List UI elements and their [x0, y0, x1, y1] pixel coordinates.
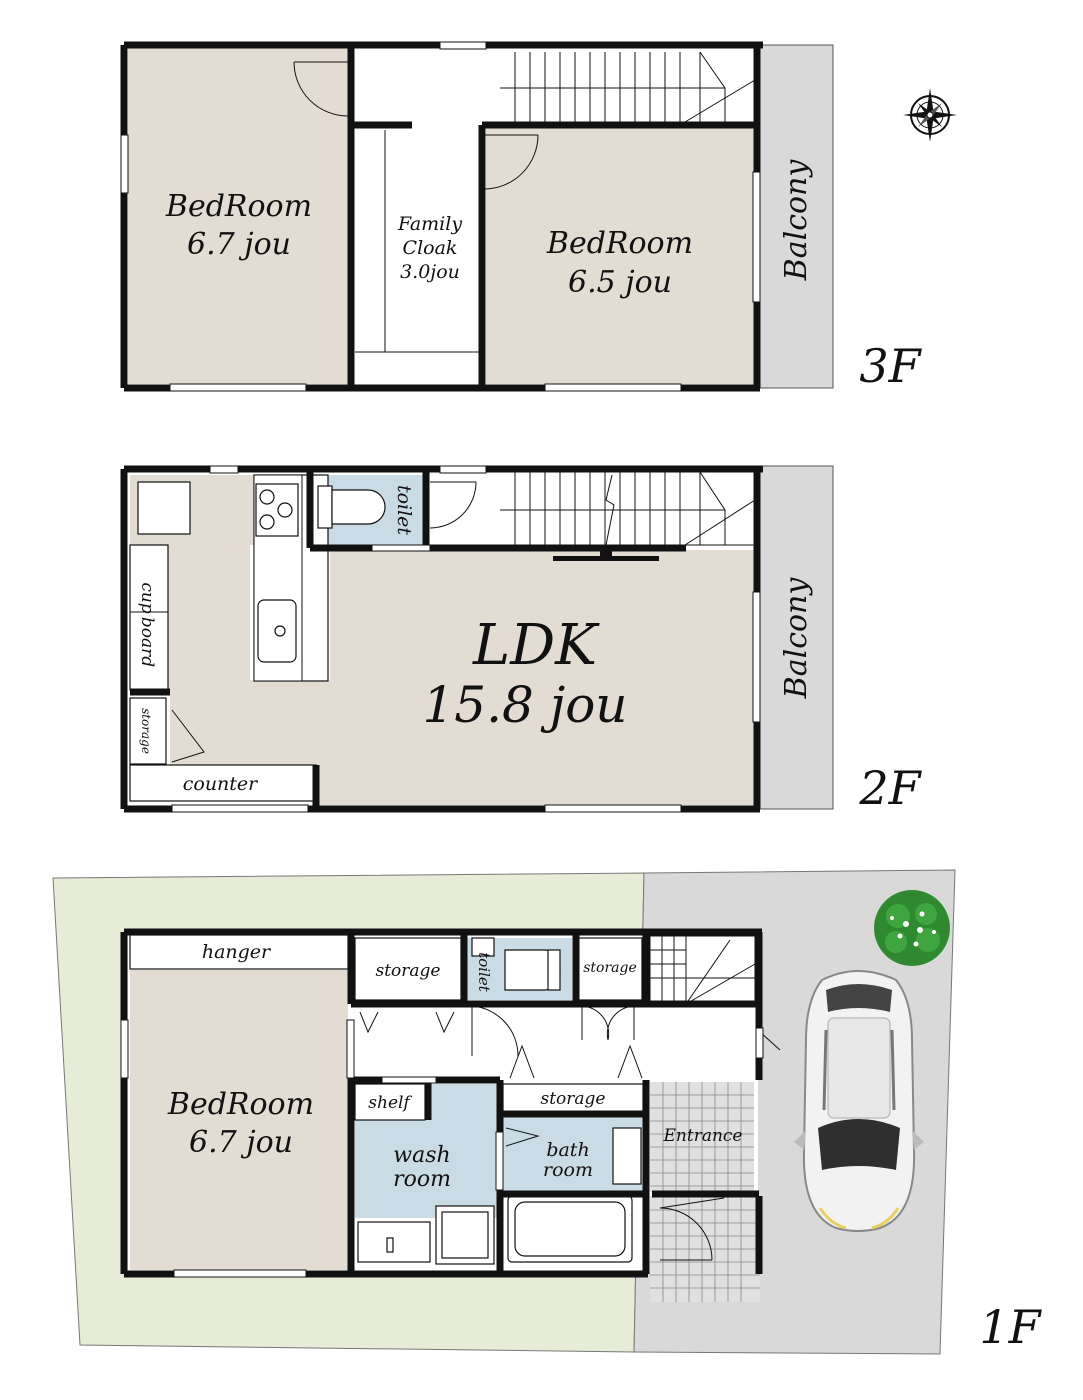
- bedroom-3f-right: [486, 128, 754, 384]
- hanger-label: hanger: [202, 941, 272, 963]
- compass-icon: [903, 88, 957, 142]
- ldk-size: 15.8 jou: [422, 676, 627, 734]
- counter-label: counter: [183, 773, 259, 795]
- storage-1f-a: [354, 937, 462, 1001]
- car-icon: [794, 970, 924, 1232]
- storage-1f-c: [502, 1083, 644, 1113]
- cupboard-label-b: board: [137, 617, 157, 667]
- toilet-icon: [317, 485, 386, 529]
- balcony-2f: [759, 465, 834, 810]
- windows-2f: [171, 465, 761, 813]
- stairs-2f: [500, 471, 756, 546]
- handrail: [553, 556, 659, 561]
- wash-room-line1: wash: [393, 1143, 450, 1168]
- floor-3f: BedRoom 6.7 jou Family Cloak 3.0jou BedR…: [120, 41, 923, 393]
- toilet-1f-icon: [471, 937, 561, 991]
- shelf-label: shelf: [368, 1093, 412, 1113]
- counter: [129, 764, 317, 802]
- bedroom-1f: [130, 970, 348, 1270]
- floor-label-2f: 2F: [858, 761, 922, 815]
- bedroom-1f-size: 6.7 jou: [189, 1125, 293, 1160]
- stairs-3f: [500, 51, 756, 123]
- balcony-3f: [759, 44, 834, 389]
- cupboard: [129, 544, 169, 691]
- doors-3f: [293, 61, 539, 190]
- bathtub: [507, 1127, 642, 1263]
- toilet-1f-label: toilet: [475, 952, 493, 993]
- balcony-2f-label: Balcony: [779, 577, 814, 700]
- bedroom-3f-right-size: 6.5 jou: [568, 265, 672, 300]
- ldk-floor: [130, 545, 754, 805]
- stove-icon: [255, 483, 299, 537]
- bedroom-3f-right-name: BedRoom: [546, 226, 693, 261]
- fridge: [137, 481, 191, 535]
- cloak-line3: 3.0jou: [400, 261, 460, 283]
- bedroom-3f-left-name: BedRoom: [165, 189, 312, 224]
- storage-2f: [129, 697, 167, 765]
- bath-room-line1: bath: [546, 1139, 589, 1161]
- sink-icon: [257, 599, 297, 663]
- toilet-2f-label: toilet: [393, 485, 415, 535]
- storage-2f-label: storage: [139, 708, 153, 754]
- hanger: [129, 934, 349, 970]
- entrance-tiles: [650, 1082, 760, 1302]
- floor-label-3f: 3F: [859, 339, 922, 393]
- cloak-shelves: [355, 130, 480, 353]
- bath-room-line2: room: [543, 1159, 593, 1181]
- wash-room-line2: room: [393, 1167, 451, 1192]
- bedroom-3f-left: [128, 48, 350, 384]
- floor-label-1f: 1F: [979, 1300, 1042, 1354]
- balcony-3f-label: Balcony: [779, 159, 814, 282]
- cupboard-label-a: cup: [137, 582, 157, 613]
- doors-1f: [359, 1005, 781, 1261]
- bedroom-1f-name: BedRoom: [167, 1087, 314, 1122]
- storage-1f-b: [577, 937, 643, 1001]
- cloak-line2: Cloak: [403, 237, 458, 259]
- wash-fixtures: [357, 1205, 495, 1265]
- floor-2f: LDK 15.8 jou toilet cup board storage co…: [120, 465, 923, 815]
- windows-1f: [120, 1019, 764, 1278]
- bedroom-3f-left-size: 6.7 jou: [187, 227, 291, 262]
- walls-1f: [120, 928, 763, 1278]
- entrance-label: Entrance: [663, 1126, 743, 1146]
- storage-1f-c-label: storage: [541, 1089, 606, 1109]
- cloak-line1: Family: [397, 213, 462, 235]
- windows-3f: [120, 41, 761, 392]
- ldk-name: LDK: [472, 613, 600, 678]
- tree-icon: [874, 890, 950, 966]
- stairs-1f: [649, 935, 756, 1005]
- storage-1f-b-label: storage: [583, 960, 637, 976]
- storage-1f-a-label: storage: [376, 961, 441, 981]
- floor-1f: hanger BedRoom 6.7 jou storage toilet st…: [52, 869, 1043, 1355]
